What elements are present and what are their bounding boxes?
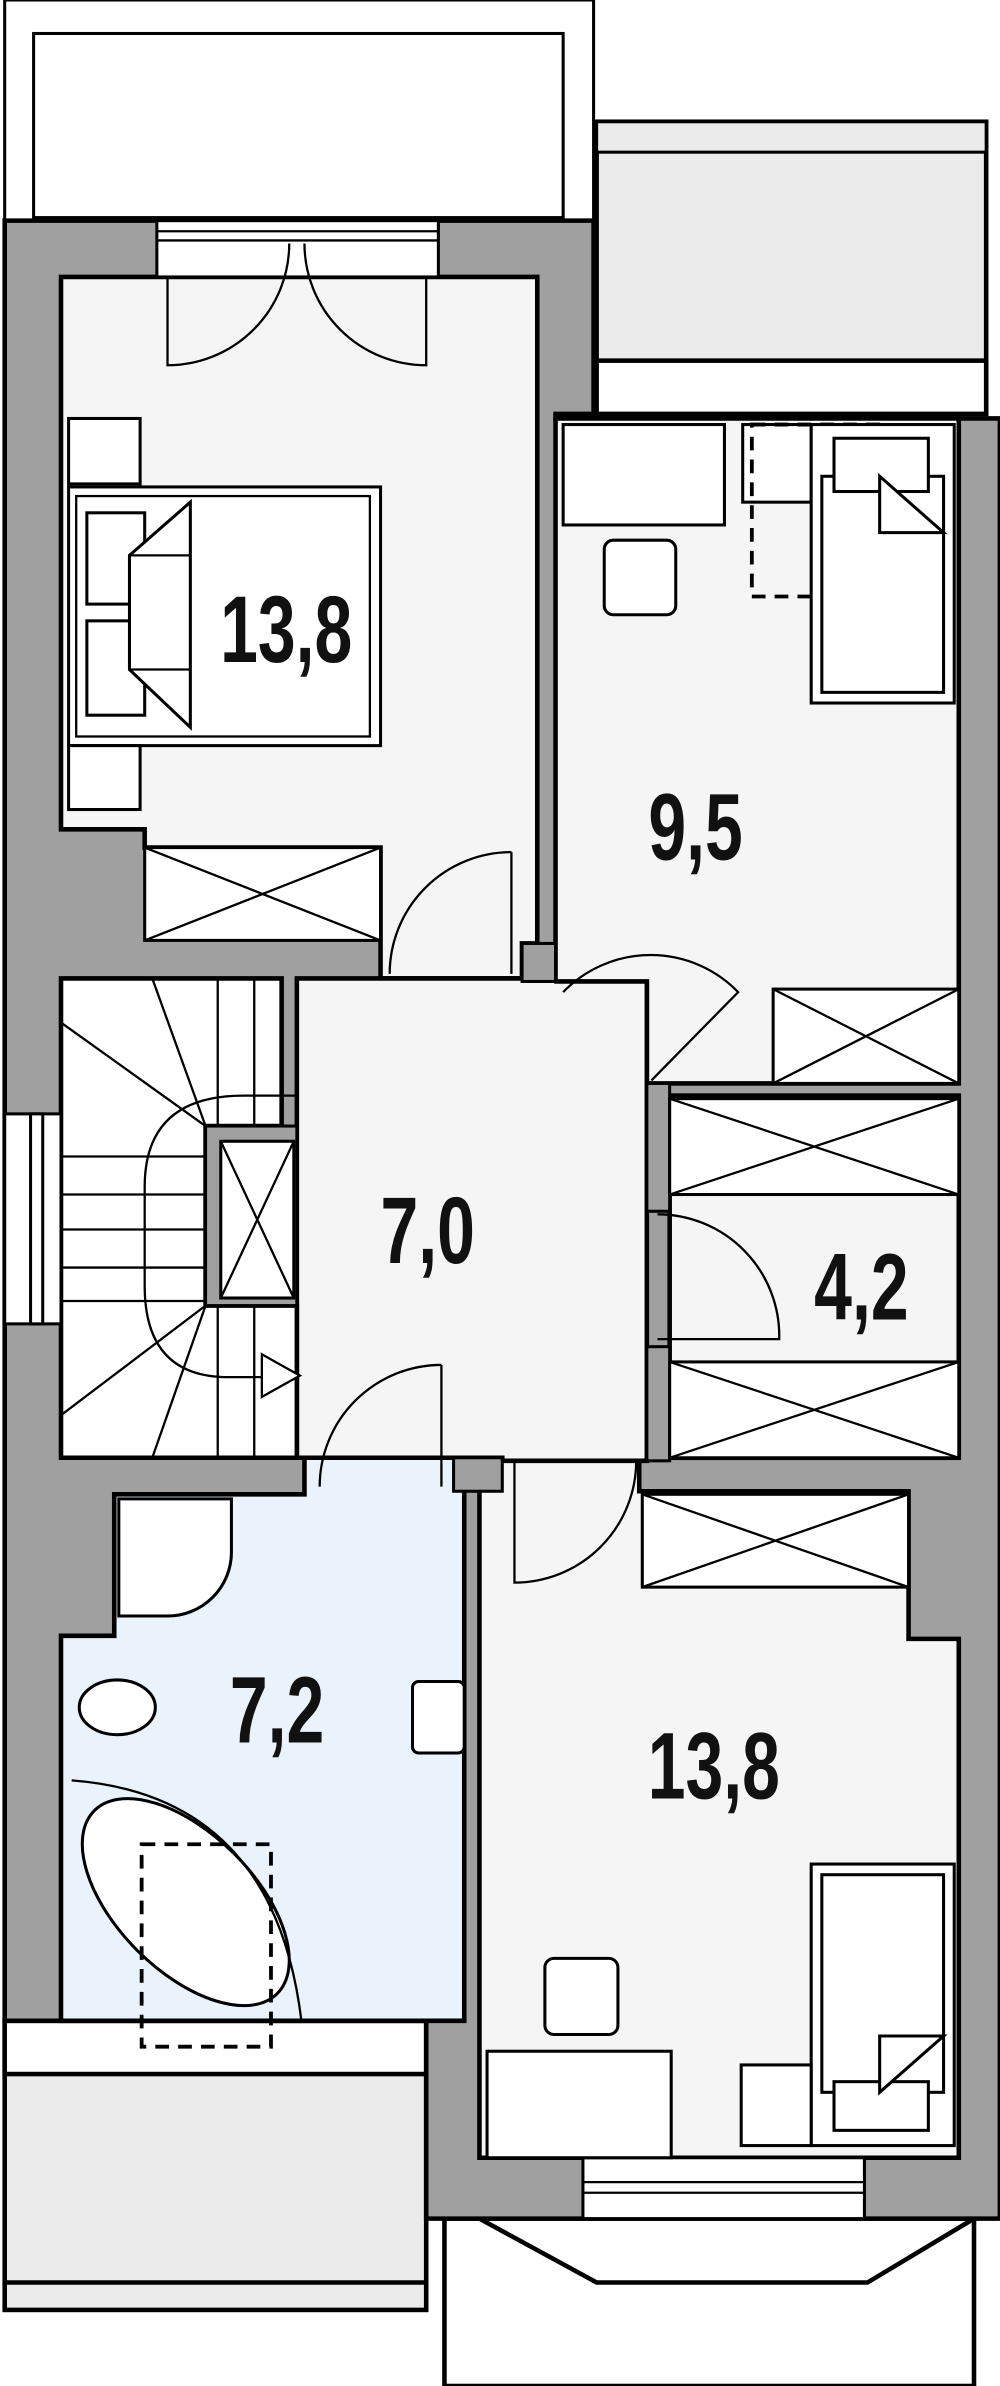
left-bottom-balcony: [2, 2018, 429, 2313]
area-label-bathroom: 7,2: [230, 1659, 324, 1763]
double-bed: [67, 485, 383, 748]
wardrobe: [771, 987, 961, 1085]
desk: [561, 423, 726, 527]
area-label-wardrobe-room: 4,2: [814, 1236, 908, 1340]
area-label-bedroom-1: 13,8: [220, 578, 352, 682]
door-bedroom-1[interactable]: [388, 851, 512, 974]
stair-direction-arrow-icon: [260, 1352, 303, 1399]
door-wardrobe-room[interactable]: [657, 1213, 781, 1341]
right-terrace: [594, 119, 989, 417]
chair: [543, 1956, 620, 2037]
wardrobe: [668, 1360, 961, 1460]
shower: [117, 1497, 233, 1618]
shaft: [219, 1139, 296, 1300]
door-bedroom-small[interactable]: [562, 953, 740, 1082]
nightstand: [739, 2063, 813, 2148]
bottom-balcony: [442, 2216, 977, 2386]
staircase[interactable]: [60, 978, 303, 1459]
single-bed: [809, 1862, 956, 2148]
wall-partition: [645, 1081, 672, 1213]
toilet: [77, 1678, 157, 1737]
area-label-bedroom-small: 9,5: [648, 776, 742, 880]
nightstand: [67, 416, 142, 486]
wardrobe: [143, 846, 383, 942]
top-balcony: [3, 0, 596, 223]
balcony-double-door[interactable]: [166, 243, 428, 367]
desk: [485, 2049, 673, 2160]
area-label-bedroom-2: 13,8: [648, 1715, 780, 1819]
nightstand: [67, 744, 142, 812]
chair: [602, 538, 678, 617]
door-bedroom-2[interactable]: [513, 1460, 638, 1584]
single-bed: [809, 423, 956, 705]
wardrobe: [640, 1492, 911, 1589]
door-bathroom[interactable]: [318, 1363, 442, 1487]
window-stairs: [3, 1112, 63, 1326]
window-bottom: [581, 2156, 866, 2221]
window-top: [155, 219, 440, 279]
wardrobe: [668, 1097, 961, 1197]
area-label-hall: 7,0: [381, 1179, 475, 1283]
wall-column: [452, 1456, 504, 1493]
wall-partition: [645, 1345, 672, 1463]
sink: [410, 1679, 466, 1755]
wall-column: [520, 941, 558, 984]
bathtub-outline: [139, 1842, 273, 2049]
